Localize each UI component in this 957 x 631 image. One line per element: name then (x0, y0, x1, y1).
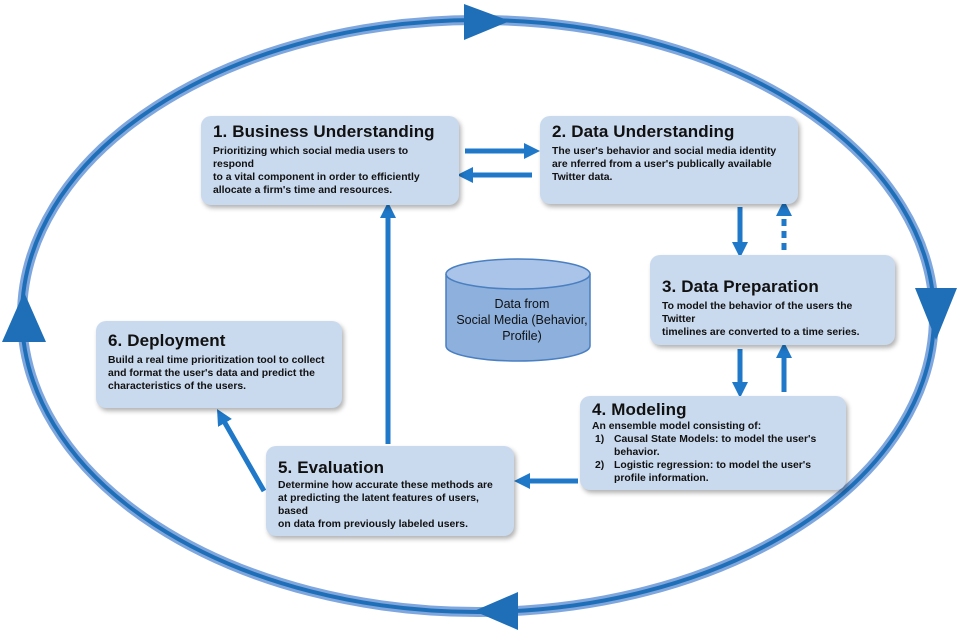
step-5-evaluation: 5. Evaluation Determine how accurate the… (266, 446, 514, 536)
step-2-line: Twitter data. (552, 172, 613, 183)
step-5-title: 5. Evaluation (278, 458, 385, 477)
step-1-line: allocate a firm's time and resources. (213, 185, 393, 196)
step-1-title: 1. Business Understanding (213, 122, 435, 141)
list-number: 1) (595, 434, 605, 445)
step-1-line: to a vital component in order to efficie… (213, 172, 420, 183)
step-3-data-preparation: 3. Data Preparation To model the behavio… (650, 255, 895, 345)
list-number: 2) (595, 460, 605, 471)
cycle-arrowhead-top (464, 4, 510, 40)
list-text: Causal State Models: to model the user's… (614, 434, 817, 458)
list-text: Logistic regression: to model the user's… (614, 460, 812, 484)
database-label-line: Social Media (Behavior, (456, 313, 588, 327)
step-4-list: 1) Causal State Models: to model the user… (592, 433, 836, 485)
cycle-arrowhead-bottom (474, 592, 518, 630)
database-label-line: Profile) (502, 329, 542, 343)
step-2-line: The user's behavior and social media ide… (552, 146, 777, 157)
step-3-line: timelines are converted to a time series… (662, 327, 860, 338)
step-6-line: Build a real time prioritization tool to… (108, 355, 325, 366)
step-4-list-item: 2) Logistic regression: to model the user… (592, 459, 836, 485)
cycle-arrowhead-left (2, 292, 46, 342)
step-5-line: on data from previously labeled users. (278, 519, 468, 530)
step-5-line: at predicting the latent features of use… (278, 493, 479, 517)
step-1-line: Prioritizing which social media users to… (213, 146, 409, 170)
step-6-line: and format the user's data and predict t… (108, 368, 315, 379)
database-label-line: Data from (494, 297, 550, 311)
database-label: Data from Social Media (Behavior, Profil… (442, 296, 602, 344)
step-4-list-item: 1) Causal State Models: to model the user… (592, 433, 836, 459)
step-6-line: characteristics of the users. (108, 381, 247, 392)
step-4-intro: An ensemble model consisting of: (592, 421, 762, 432)
step-6-title: 6. Deployment (108, 331, 226, 350)
cycle-arrowhead-right (915, 288, 957, 340)
step-3-title: 3. Data Preparation (662, 277, 819, 296)
step-3-line: To model the behavior of the users the T… (662, 301, 853, 325)
step-2-data-understanding: 2. Data Understanding The user's behavio… (540, 116, 798, 204)
step-5-line: Determine how accurate these methods are (278, 480, 493, 491)
step-2-line: are nferred from a user's publically ava… (552, 159, 772, 170)
arrow-5-to-6 (217, 409, 267, 493)
database-cylinder (445, 258, 591, 362)
step-4-modeling: 4. Modeling An ensemble model consisting… (580, 396, 846, 490)
step-4-title: 4. Modeling (592, 400, 687, 419)
step-1-business-understanding: 1. Business Understanding Prioritizing w… (201, 116, 459, 205)
step-6-deployment: 6. Deployment Build a real time prioriti… (96, 321, 342, 408)
step-2-title: 2. Data Understanding (552, 122, 735, 141)
